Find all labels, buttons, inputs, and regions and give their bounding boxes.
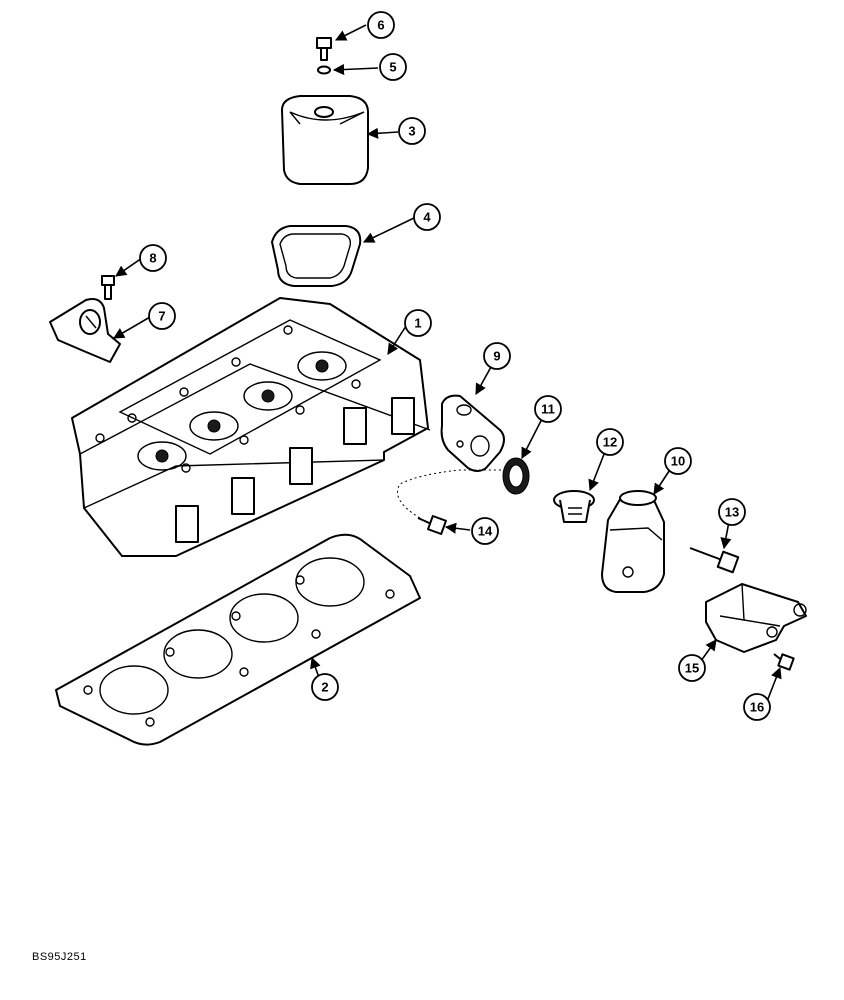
thermostat-part-12 — [553, 490, 595, 523]
callout-14: 14 — [471, 517, 499, 545]
callout-7: 7 — [148, 302, 176, 330]
bolt-part-13 — [689, 547, 740, 574]
bolt-part-14 — [417, 515, 447, 535]
callout-2-label: 2 — [321, 680, 328, 695]
cover-part-3 — [281, 95, 369, 185]
callout-10: 10 — [664, 447, 692, 475]
callout-1-label: 1 — [414, 316, 421, 331]
bolt-part-8 — [101, 275, 115, 300]
callout-13: 13 — [718, 498, 746, 526]
callout-5: 5 — [379, 53, 407, 81]
bracket-part-7 — [49, 298, 121, 363]
callout-15: 15 — [678, 654, 706, 682]
callout-4-label: 4 — [423, 210, 431, 225]
callout-7-label: 7 — [158, 309, 165, 324]
callout-6: 6 — [367, 11, 395, 39]
callout-15-label: 15 — [685, 661, 699, 676]
washer-part-5 — [317, 65, 331, 75]
seal-ring-part-11 — [502, 457, 530, 495]
callout-12-label: 12 — [603, 435, 617, 450]
bolt-part-6 — [316, 37, 332, 61]
callout-11-label: 11 — [541, 402, 555, 417]
callout-3-label: 3 — [408, 124, 415, 139]
bracket-part-15 — [705, 583, 807, 653]
callout-9: 9 — [483, 342, 511, 370]
callout-4: 4 — [413, 203, 441, 231]
callout-11: 11 — [534, 395, 562, 423]
thermostat-housing-part-10 — [601, 490, 665, 593]
callout-14-label: 14 — [478, 524, 493, 539]
figure-code: BS95J251 — [32, 951, 87, 963]
gasket-plate-part-9 — [440, 394, 505, 472]
callout-10-label: 10 — [671, 454, 685, 469]
callout-6-label: 6 — [377, 18, 384, 33]
callout-13-label: 13 — [725, 505, 739, 520]
callout-2: 2 — [311, 673, 339, 701]
callout-3: 3 — [398, 117, 426, 145]
callout-5-label: 5 — [389, 60, 396, 75]
gasket-part-4 — [271, 225, 362, 287]
head-gasket-part-2 — [55, 533, 421, 746]
callout-16-label: 16 — [750, 700, 764, 715]
callout-12: 12 — [596, 428, 624, 456]
callout-8: 8 — [139, 244, 167, 272]
assembly-path-line — [397, 469, 502, 519]
callout-8-label: 8 — [149, 251, 156, 266]
callout-9-label: 9 — [493, 349, 500, 364]
cylinder-head-part-1 — [71, 297, 431, 557]
callout-1: 1 — [404, 309, 432, 337]
callout-16: 16 — [743, 693, 771, 721]
bolt-part-16 — [773, 653, 795, 671]
